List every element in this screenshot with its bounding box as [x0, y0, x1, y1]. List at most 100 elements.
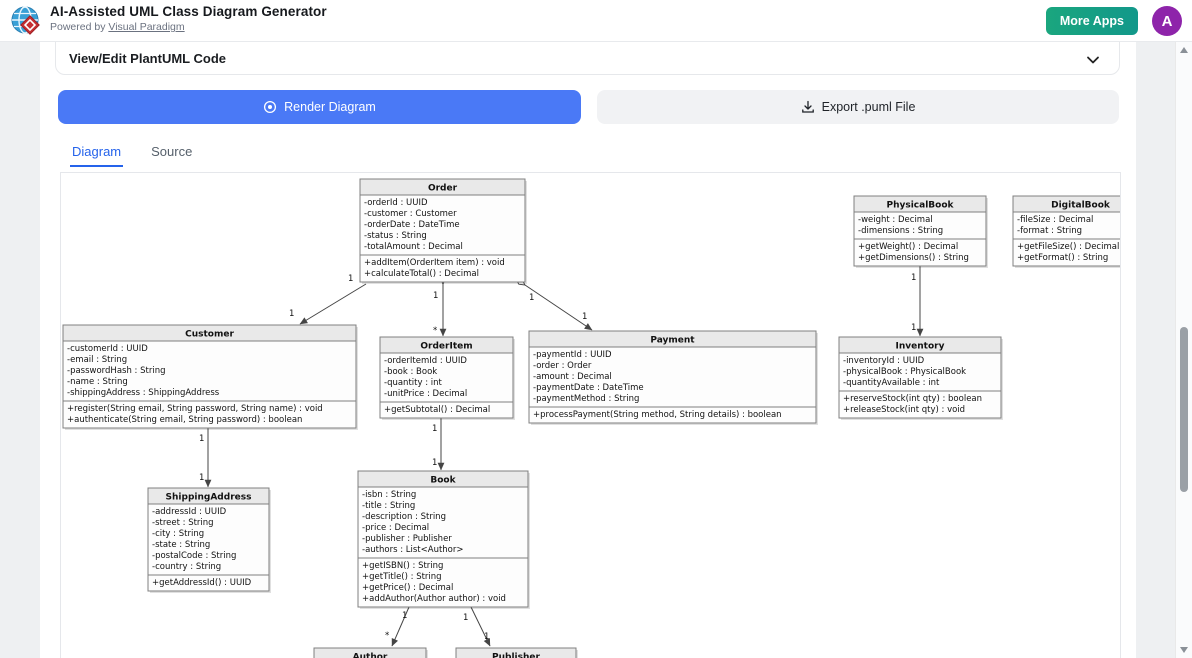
svg-text:-name : String: -name : String	[67, 377, 128, 387]
eye-icon	[264, 100, 277, 114]
svg-text:-description : String: -description : String	[362, 512, 446, 522]
svg-text:+getFileSize() : Decimal: +getFileSize() : Decimal	[1017, 242, 1119, 252]
svg-text:+getSubtotal() : Decimal: +getSubtotal() : Decimal	[384, 405, 490, 415]
svg-text:-fileSize : Decimal: -fileSize : Decimal	[1017, 215, 1093, 225]
svg-text:1: 1	[911, 273, 916, 283]
svg-text:-dimensions : String: -dimensions : String	[858, 226, 943, 236]
uml-edge: 11	[525, 285, 592, 331]
svg-text:1: 1	[433, 291, 438, 301]
svg-text:1: 1	[911, 323, 916, 333]
uml-class-orderitem: OrderItem-orderItemId : UUID-book : Book…	[379, 336, 515, 420]
svg-text:-addressId : UUID: -addressId : UUID	[152, 507, 227, 517]
svg-text:-city : String: -city : String	[152, 529, 204, 539]
svg-text:Order: Order	[428, 184, 458, 194]
page-scrollbar[interactable]	[1175, 42, 1192, 658]
svg-text:-country : String: -country : String	[152, 562, 221, 572]
svg-text:+getAddressId() : UUID: +getAddressId() : UUID	[152, 578, 252, 588]
svg-text:+getDimensions() : String: +getDimensions() : String	[858, 253, 969, 263]
svg-text:ShippingAddress: ShippingAddress	[166, 493, 252, 503]
svg-text:OrderItem: OrderItem	[420, 342, 472, 352]
svg-text:1: 1	[529, 293, 534, 303]
svg-text:Book: Book	[430, 476, 456, 486]
svg-text:-customer : Customer: -customer : Customer	[364, 209, 457, 219]
svg-text:-order : Order: -order : Order	[533, 361, 592, 371]
svg-text:+addItem(OrderItem item) : voi: +addItem(OrderItem item) : void	[364, 258, 505, 268]
svg-text:+releaseStock(int qty) : void: +releaseStock(int qty) : void	[843, 405, 965, 415]
svg-text:-paymentDate : DateTime: -paymentDate : DateTime	[533, 383, 644, 393]
svg-text:-paymentId : UUID: -paymentId : UUID	[533, 350, 612, 360]
chevron-down-icon[interactable]	[1085, 52, 1101, 68]
svg-text:-status : String: -status : String	[364, 231, 427, 241]
svg-text:-isbn : String: -isbn : String	[362, 490, 416, 500]
more-apps-button[interactable]: More Apps	[1045, 7, 1138, 35]
scroll-up-icon[interactable]	[1180, 47, 1188, 53]
scroll-down-icon[interactable]	[1180, 647, 1188, 653]
export-puml-button[interactable]: Export .puml File	[597, 90, 1119, 124]
svg-text:-customerId : UUID: -customerId : UUID	[67, 344, 148, 354]
svg-text:+addAuthor(Author author) : vo: +addAuthor(Author author) : void	[362, 594, 506, 604]
svg-text:1: 1	[463, 613, 468, 623]
svg-text:-totalAmount : Decimal: -totalAmount : Decimal	[364, 242, 463, 252]
svg-text:-quantity : int: -quantity : int	[384, 378, 443, 388]
svg-text:1: 1	[432, 458, 437, 468]
svg-text:+getPrice() : Decimal: +getPrice() : Decimal	[362, 583, 453, 593]
uml-class-order: Order-orderId : UUID-customer : Customer…	[359, 178, 527, 284]
download-icon	[801, 100, 814, 113]
svg-text:-physicalBook : PhysicalBook: -physicalBook : PhysicalBook	[843, 367, 966, 377]
svg-text:Inventory: Inventory	[896, 342, 945, 352]
svg-text:+getWeight() : Decimal: +getWeight() : Decimal	[858, 242, 958, 252]
svg-text:1: 1	[432, 424, 437, 434]
powered-by: Powered by Visual Paradigm	[50, 21, 185, 33]
svg-text:1: 1	[582, 312, 587, 322]
avatar[interactable]: A	[1152, 6, 1182, 36]
svg-text:+getFormat() : String: +getFormat() : String	[1017, 253, 1108, 263]
plantuml-code-panel-header[interactable]: View/Edit PlantUML Code	[55, 42, 1120, 75]
svg-text:Author: Author	[353, 653, 388, 658]
svg-text:1: 1	[199, 473, 204, 483]
svg-text:-orderDate : DateTime: -orderDate : DateTime	[364, 220, 460, 230]
uml-class-digitalbook: DigitalBook-fileSize : Decimal-format : …	[1012, 195, 1136, 268]
tab-bar: Diagram Source	[70, 140, 194, 167]
svg-text:-weight : Decimal: -weight : Decimal	[858, 215, 933, 225]
main-content: View/Edit PlantUML Code Render Diagram E…	[40, 42, 1136, 658]
uml-edge: 11	[911, 266, 920, 336]
svg-text:+reserveStock(int qty) : boole: +reserveStock(int qty) : boolean	[843, 394, 982, 404]
svg-text:-street : String: -street : String	[152, 518, 214, 528]
tab-diagram[interactable]: Diagram	[70, 140, 124, 167]
uml-edge: 1*	[385, 606, 410, 647]
svg-text:-shippingAddress : ShippingAdd: -shippingAddress : ShippingAddress	[67, 388, 220, 398]
svg-text:-inventoryId : UUID: -inventoryId : UUID	[843, 356, 925, 366]
svg-text:+authenticate(String email, St: +authenticate(String email, String passw…	[67, 415, 302, 425]
uml-edge: 11	[432, 418, 445, 471]
uml-class-author: Author	[313, 647, 428, 658]
svg-text:+calculateTotal() : Decimal: +calculateTotal() : Decimal	[364, 269, 479, 279]
svg-text:Customer: Customer	[185, 330, 234, 340]
visual-paradigm-link[interactable]: Visual Paradigm	[108, 21, 185, 33]
svg-text:-amount : Decimal: -amount : Decimal	[533, 372, 612, 382]
uml-class-physicalbook: PhysicalBook-weight : Decimal-dimensions…	[853, 195, 988, 268]
uml-class-inventory: Inventory -inventoryId : UUID-physicalBoo…	[838, 336, 1003, 420]
svg-text:1: 1	[484, 632, 489, 642]
svg-text:DigitalBook: DigitalBook	[1051, 201, 1111, 211]
svg-text:1: 1	[348, 274, 353, 284]
svg-text:-postalCode : String: -postalCode : String	[152, 551, 236, 561]
visual-paradigm-logo-icon	[11, 6, 40, 35]
uml-edge: 11	[463, 606, 491, 647]
svg-text:*: *	[385, 631, 389, 641]
panel-title: View/Edit PlantUML Code	[69, 51, 226, 66]
svg-text:-orderId : UUID: -orderId : UUID	[364, 198, 428, 208]
render-diagram-button[interactable]: Render Diagram	[58, 90, 581, 124]
svg-text:-email : String: -email : String	[67, 355, 127, 365]
render-diagram-label: Render Diagram	[284, 100, 376, 114]
svg-text:-price : Decimal: -price : Decimal	[362, 523, 429, 533]
export-puml-label: Export .puml File	[821, 100, 916, 114]
scrollbar-thumb[interactable]	[1180, 327, 1188, 492]
uml-class-customer: Customer -customerId : UUID-email : Strin…	[62, 324, 358, 430]
svg-text:*: *	[433, 326, 437, 336]
uml-class-publisher: Publisher	[455, 647, 578, 658]
tab-source[interactable]: Source	[151, 144, 193, 159]
svg-text:-publisher : Publisher: -publisher : Publisher	[362, 534, 452, 544]
svg-text:1: 1	[289, 309, 294, 319]
